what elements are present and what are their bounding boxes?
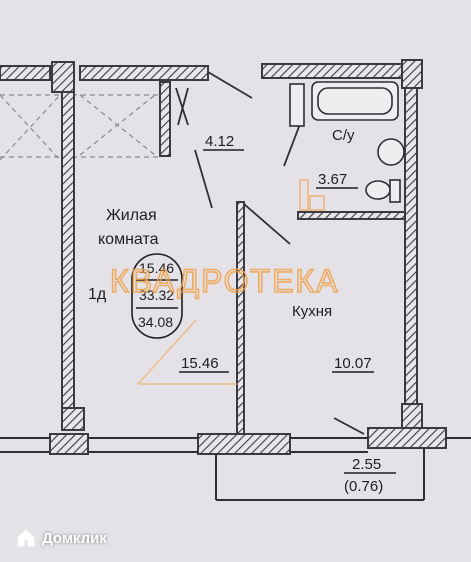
kitchen-name: Кухня — [292, 303, 332, 320]
living-room-name-line2: комната — [98, 231, 159, 248]
balcony-outline — [0, 437, 471, 501]
watermark-text: КВАДРОТЕКА — [110, 263, 339, 299]
kitchen-area: 10.07 — [334, 355, 372, 372]
living-room-name-line1: Жилая — [106, 207, 157, 224]
balcony-area: 2.55 — [352, 456, 381, 473]
hall-area: 4.12 — [205, 133, 234, 150]
home-house-icon — [17, 529, 35, 547]
living-room-area: 15.46 — [181, 355, 219, 372]
room-labels: Жилая комната 1д 15.46 4.12 С/у 3.67 Кух… — [88, 127, 396, 495]
bathroom-fixtures — [289, 81, 405, 203]
door-swings — [175, 71, 365, 435]
balcony-area-reduced: (0.76) — [344, 478, 383, 495]
bathroom-area: 3.67 — [318, 171, 347, 188]
brand-logo: Домклик — [16, 528, 107, 548]
walls — [0, 59, 447, 455]
bathroom-name: С/у — [332, 127, 355, 144]
badge-total-area: 33.32 — [139, 287, 174, 303]
neighbor-area — [0, 94, 160, 161]
washbasin — [377, 138, 405, 166]
brand-name: Домклик — [42, 529, 107, 547]
area-summary-badge: 15.46 33.32 34.08 — [131, 253, 183, 339]
badge-living-area: 15.46 — [139, 260, 174, 276]
watermark: КВАДРОТЕКА — [109, 179, 339, 385]
badge-total-with-balcony: 34.08 — [138, 314, 173, 330]
toilet — [365, 180, 391, 200]
living-room-code: 1д — [88, 286, 107, 303]
